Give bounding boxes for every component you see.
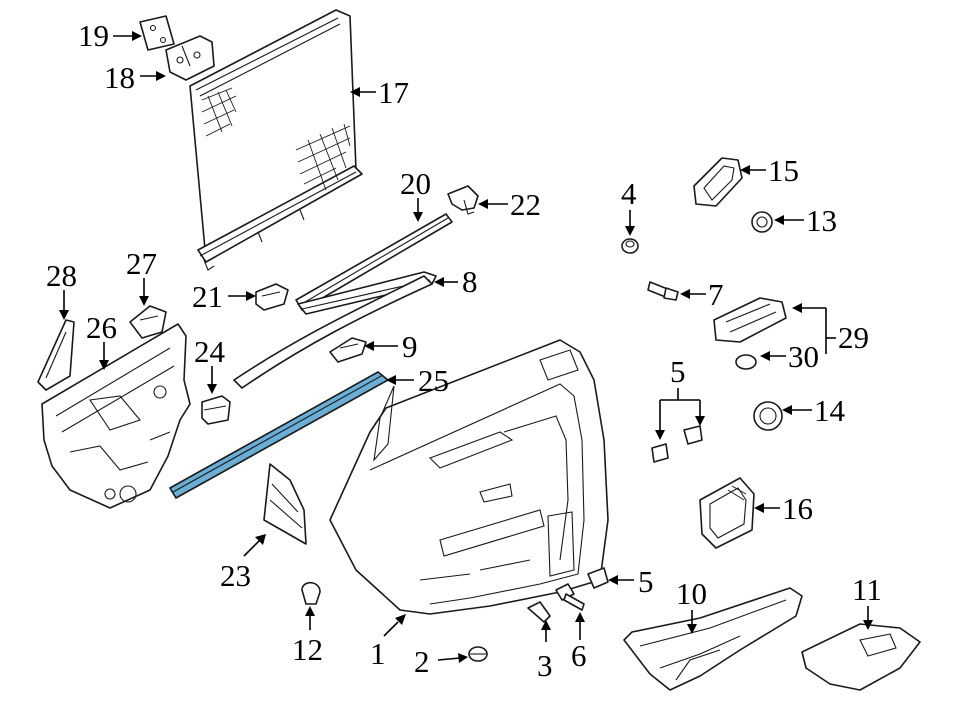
- part-30-bulb: [735, 354, 757, 370]
- part-29-handle-assembly: [713, 297, 787, 343]
- callout-4: 4: [621, 176, 637, 211]
- part-24-switch: [201, 395, 231, 425]
- part-28-corner-trim: [37, 319, 75, 391]
- callout-5-lower: 5: [638, 564, 654, 599]
- callout-8: 8: [462, 264, 478, 299]
- part-18-bracket: [165, 35, 215, 81]
- callout-21: 21: [192, 279, 223, 314]
- callout-23: 23: [220, 558, 251, 593]
- weatherstrip-upper: [233, 275, 433, 389]
- callout-24: 24: [194, 334, 226, 369]
- part-19-plate: [139, 15, 175, 51]
- part-23-pillar-trim: [263, 463, 307, 545]
- part-22-end-cap: [447, 185, 479, 215]
- part-27-connector: [129, 305, 167, 339]
- callout-2: 2: [414, 644, 430, 679]
- callout-3: 3: [537, 648, 553, 683]
- callout-11: 11: [852, 572, 882, 607]
- part-15-bezel: [693, 157, 743, 207]
- callout-16: 16: [782, 491, 813, 526]
- callout-5-upper: 5: [670, 354, 686, 389]
- part-14-speaker-grille: [753, 401, 783, 431]
- part-11-lower-trim: [801, 623, 921, 691]
- part-2-push-clip: [468, 646, 488, 662]
- part-10-armrest: [623, 587, 803, 691]
- callout-13: 13: [806, 203, 837, 238]
- callout-25: 25: [418, 363, 449, 398]
- part-9-clip: [329, 337, 367, 363]
- callout-20: 20: [400, 166, 431, 201]
- part-13-grommet: [751, 211, 773, 233]
- leader-lines: [59, 31, 873, 663]
- callout-7: 7: [708, 277, 724, 312]
- callout-6: 6: [571, 638, 587, 673]
- part-3-pin-clip: [527, 601, 551, 623]
- part-21-clip: [255, 283, 289, 311]
- callout-9: 9: [402, 329, 418, 364]
- callout-19: 19: [78, 18, 109, 53]
- callout-30: 30: [788, 339, 819, 374]
- callout-1: 1: [370, 636, 386, 671]
- part-16-mirror-trim: [699, 477, 755, 549]
- callout-22: 22: [510, 187, 541, 222]
- callout-15: 15: [768, 153, 799, 188]
- callout-29: 29: [838, 320, 869, 355]
- part-5-clips-upper: [651, 425, 703, 463]
- callout-labels: 19 18 17 20 22 8 21 9 25 28 27 26 24 23 …: [46, 18, 882, 683]
- callout-27: 27: [126, 246, 157, 281]
- callout-18: 18: [104, 60, 135, 95]
- part-1-door-panel: [329, 339, 609, 615]
- part-5-clip-lower: [587, 567, 609, 589]
- callout-26: 26: [86, 310, 117, 345]
- callout-14: 14: [814, 393, 846, 428]
- part-4-plug: [621, 238, 639, 254]
- callout-12: 12: [292, 632, 323, 667]
- part-7-screw: [647, 281, 679, 301]
- part-6-screw: [555, 583, 585, 611]
- part-26-inner-frame: [41, 323, 191, 509]
- callout-17: 17: [378, 75, 409, 110]
- callout-10: 10: [676, 576, 707, 611]
- part-17-sunshade: [189, 9, 363, 271]
- callout-28: 28: [46, 258, 77, 293]
- part-12-cap: [301, 581, 321, 605]
